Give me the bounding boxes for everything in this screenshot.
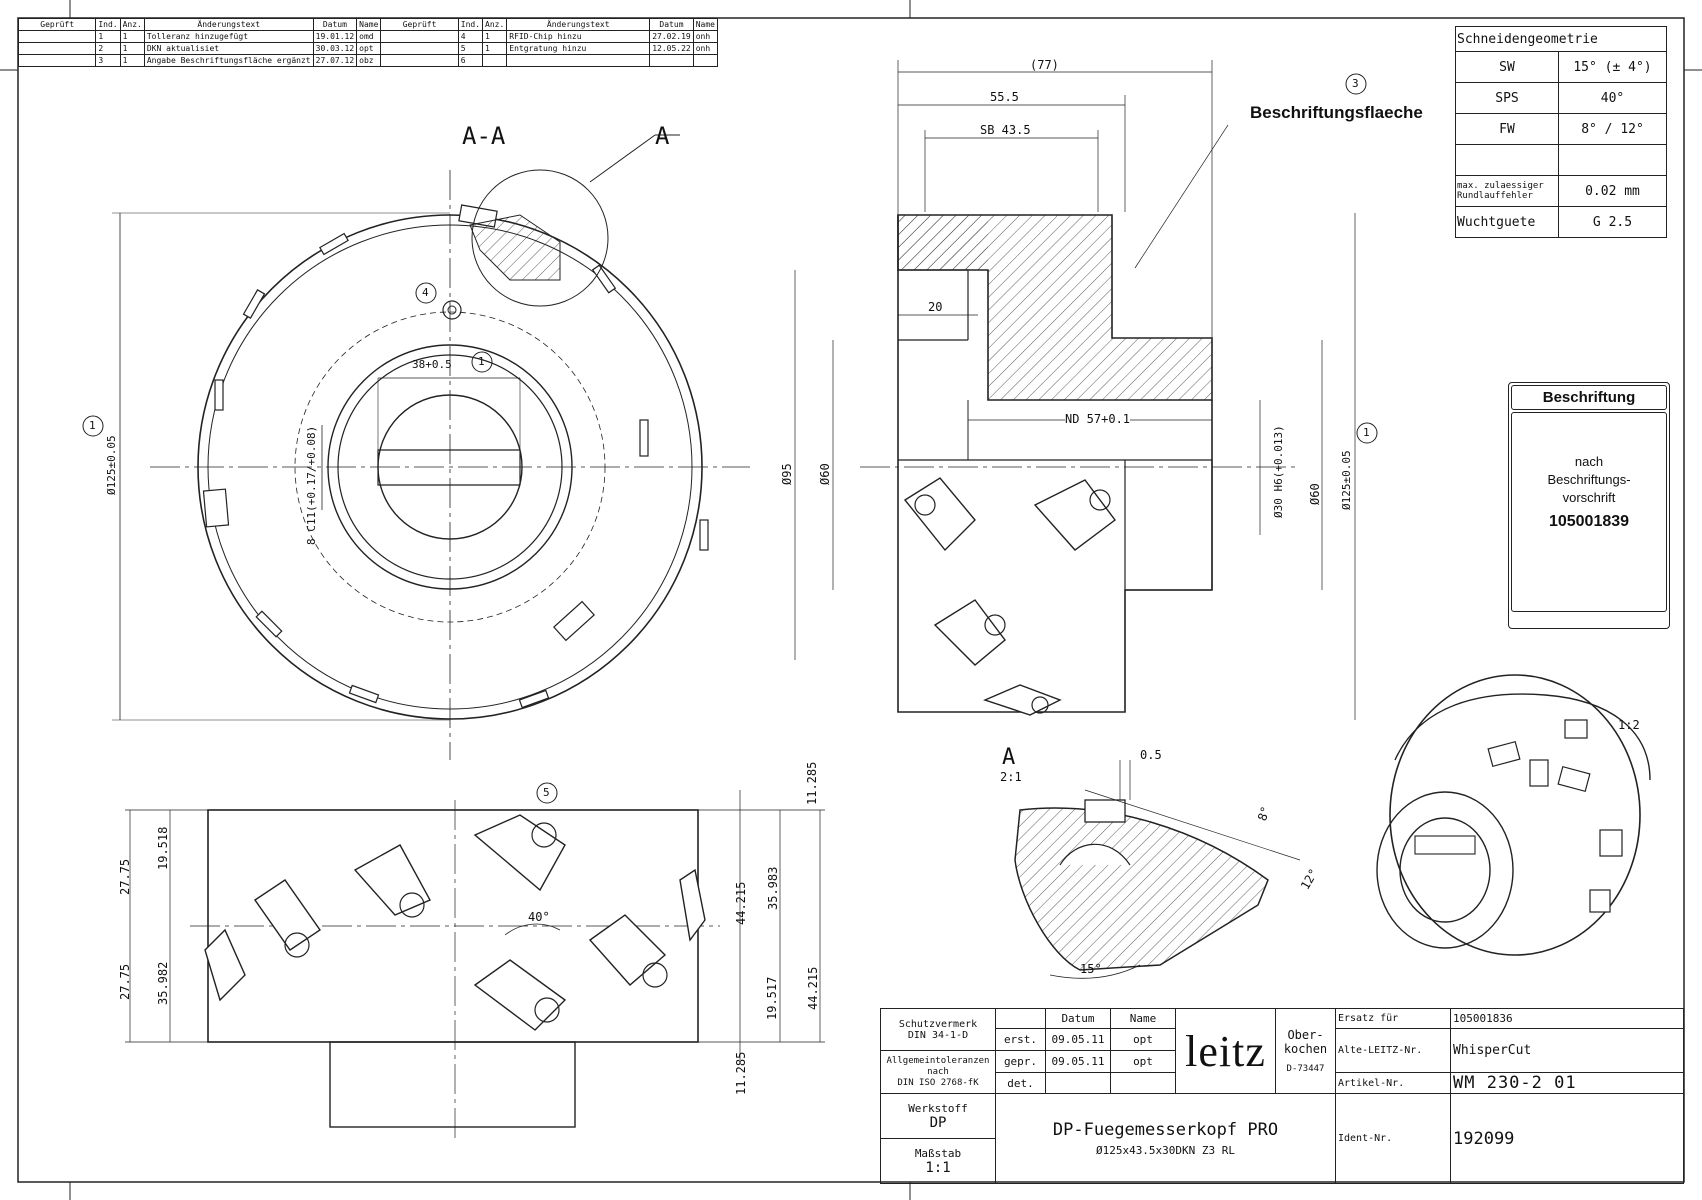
side-dim-19b: 19.517 xyxy=(765,976,779,1020)
rev-header-datum: Datum xyxy=(312,18,358,31)
leitz-logo: leitz xyxy=(1175,1008,1276,1094)
revision-table: Geprüft Ind. Anz. Änderungstext Datum Na… xyxy=(17,18,719,67)
ident-value: 192099 xyxy=(1450,1093,1684,1184)
side-mark-5: 5 xyxy=(543,786,550,799)
beschriftung-line1: nach xyxy=(1574,454,1604,469)
side-dim-19a: 19.518 xyxy=(156,826,170,870)
sec-dim-55: 55.5 xyxy=(990,90,1019,104)
detail-label-a: A xyxy=(1002,745,1016,770)
front-dim-width38: 38+0.5 xyxy=(412,358,452,371)
side-dim-11a: 11.285 xyxy=(805,761,819,805)
revision-header-row: Geprüft Ind. Anz. Änderungstext Datum Na… xyxy=(17,18,719,31)
massstab-value: 1:1 xyxy=(925,1159,951,1176)
side-view xyxy=(125,782,825,1142)
rev-header-text: Änderungstext xyxy=(143,18,314,31)
front-view xyxy=(82,134,750,760)
drawing-subtitle: Ø125x43.5x30DKN Z3 RL xyxy=(1095,1144,1236,1157)
sec-dim-d30: Ø30 H6(+0.013) xyxy=(1272,425,1285,518)
detail-dim-05: 0.5 xyxy=(1140,748,1162,762)
side-dim-27b: 27.75 xyxy=(118,963,132,1000)
sec-dim-sb: SB 43.5 xyxy=(980,123,1031,137)
rev-header-text-2: Änderungstext xyxy=(506,18,651,31)
side-dim-44a: 44.215 xyxy=(734,881,748,925)
side-dim-44b: 44.215 xyxy=(806,966,820,1010)
geometry-title: Schneidengeometrie xyxy=(1455,26,1667,52)
loc-line2: kochen xyxy=(1283,1042,1328,1056)
rev-header-ind-2: Ind. xyxy=(457,18,484,31)
alte-label: Alte-LEITZ-Nr. xyxy=(1335,1028,1451,1073)
beschriftung-number: 105001839 xyxy=(1548,513,1630,530)
rev-header-datum-2: Datum xyxy=(649,18,694,31)
detail-view-a xyxy=(1014,760,1301,979)
schutz-value: DIN 34-1-D xyxy=(907,1029,969,1041)
artikel-value: WM 230-2 01 xyxy=(1450,1072,1684,1094)
rev-header-anz: Anz. xyxy=(119,18,145,31)
front-mark-1b: 1 xyxy=(478,355,485,368)
side-dim-11b: 11.285 xyxy=(734,1051,748,1095)
side-dim-35a: 35.982 xyxy=(156,961,170,1005)
detail-scale: 2:1 xyxy=(1000,770,1022,784)
drawing-title: DP-Fuegemesserkopf PRO xyxy=(1052,1120,1279,1140)
drawing-frame xyxy=(17,17,1685,1183)
ersatz-value: 105001836 xyxy=(1450,1008,1684,1029)
tb-header-datum: Datum xyxy=(1045,1008,1111,1029)
beschriftung-box: Beschriftung nach Beschriftungs- vorschr… xyxy=(1508,382,1670,629)
sec-dim-d60b: Ø60 xyxy=(1308,483,1322,505)
sec-mark-3: 3 xyxy=(1352,77,1359,90)
sec-dim-d125: Ø125±0.05 xyxy=(1340,450,1353,510)
sec-dim-d95: Ø95 xyxy=(780,463,794,485)
front-mark-4: 4 xyxy=(422,286,429,299)
beschriftungsflaeche-label: Beschriftungsflaeche xyxy=(1250,103,1423,122)
sec-dim-nd: ND 57+0.1 xyxy=(1065,412,1131,426)
front-dim-dia125: Ø125±0.05 xyxy=(105,435,118,495)
beschriftung-line2: Beschriftungs- xyxy=(1547,472,1631,487)
schutz-label: Schutzvermerk xyxy=(898,1018,978,1030)
iso-scale: 1:2 xyxy=(1618,718,1640,732)
rev-header-name-2: Name xyxy=(692,18,719,31)
rev-header-ind: Ind. xyxy=(95,18,121,31)
front-dim-keyway: 8 C11(+0.17/+0.08) xyxy=(305,425,318,545)
beschriftung-line3: vorschrift xyxy=(1562,490,1616,505)
beschriftung-title: Beschriftung xyxy=(1511,385,1667,410)
rev-header-anz-2: Anz. xyxy=(482,18,508,31)
werkstoff-value: DP xyxy=(929,1114,947,1131)
rev-header-geprueft: Geprüft xyxy=(17,18,97,31)
sec-dim-d60a: Ø60 xyxy=(818,463,832,485)
side-dim-35b: 35.983 xyxy=(766,866,780,910)
alte-value: WhisperCut xyxy=(1450,1028,1684,1073)
section-label-a: A xyxy=(655,122,670,150)
sec-dim-20: 20 xyxy=(928,300,943,314)
front-mark-1: 1 xyxy=(89,419,96,432)
side-dim-angle: 40° xyxy=(528,910,550,924)
ident-label: Ident-Nr. xyxy=(1335,1093,1451,1184)
side-dim-27a: 27.75 xyxy=(118,858,132,895)
rev-header-geprueft-2: Geprüft xyxy=(380,18,459,31)
isometric-view xyxy=(1376,674,1651,956)
loc-line3: D-73447 xyxy=(1286,1064,1325,1074)
ersatz-label: Ersatz für xyxy=(1335,1008,1451,1029)
sec-dim-77: (77) xyxy=(1030,58,1059,72)
section-label-aa: A-A xyxy=(462,122,506,150)
section-view xyxy=(794,60,1378,720)
tb-header-name: Name xyxy=(1110,1008,1176,1029)
table-row xyxy=(1455,144,1667,176)
loc-line1: Ober- xyxy=(1287,1028,1324,1042)
rev-header-name: Name xyxy=(356,18,382,31)
detail-dim-15deg: 15° xyxy=(1080,962,1102,976)
sec-mark-1: 1 xyxy=(1363,426,1370,439)
artikel-label: Artikel-Nr. xyxy=(1335,1072,1451,1094)
